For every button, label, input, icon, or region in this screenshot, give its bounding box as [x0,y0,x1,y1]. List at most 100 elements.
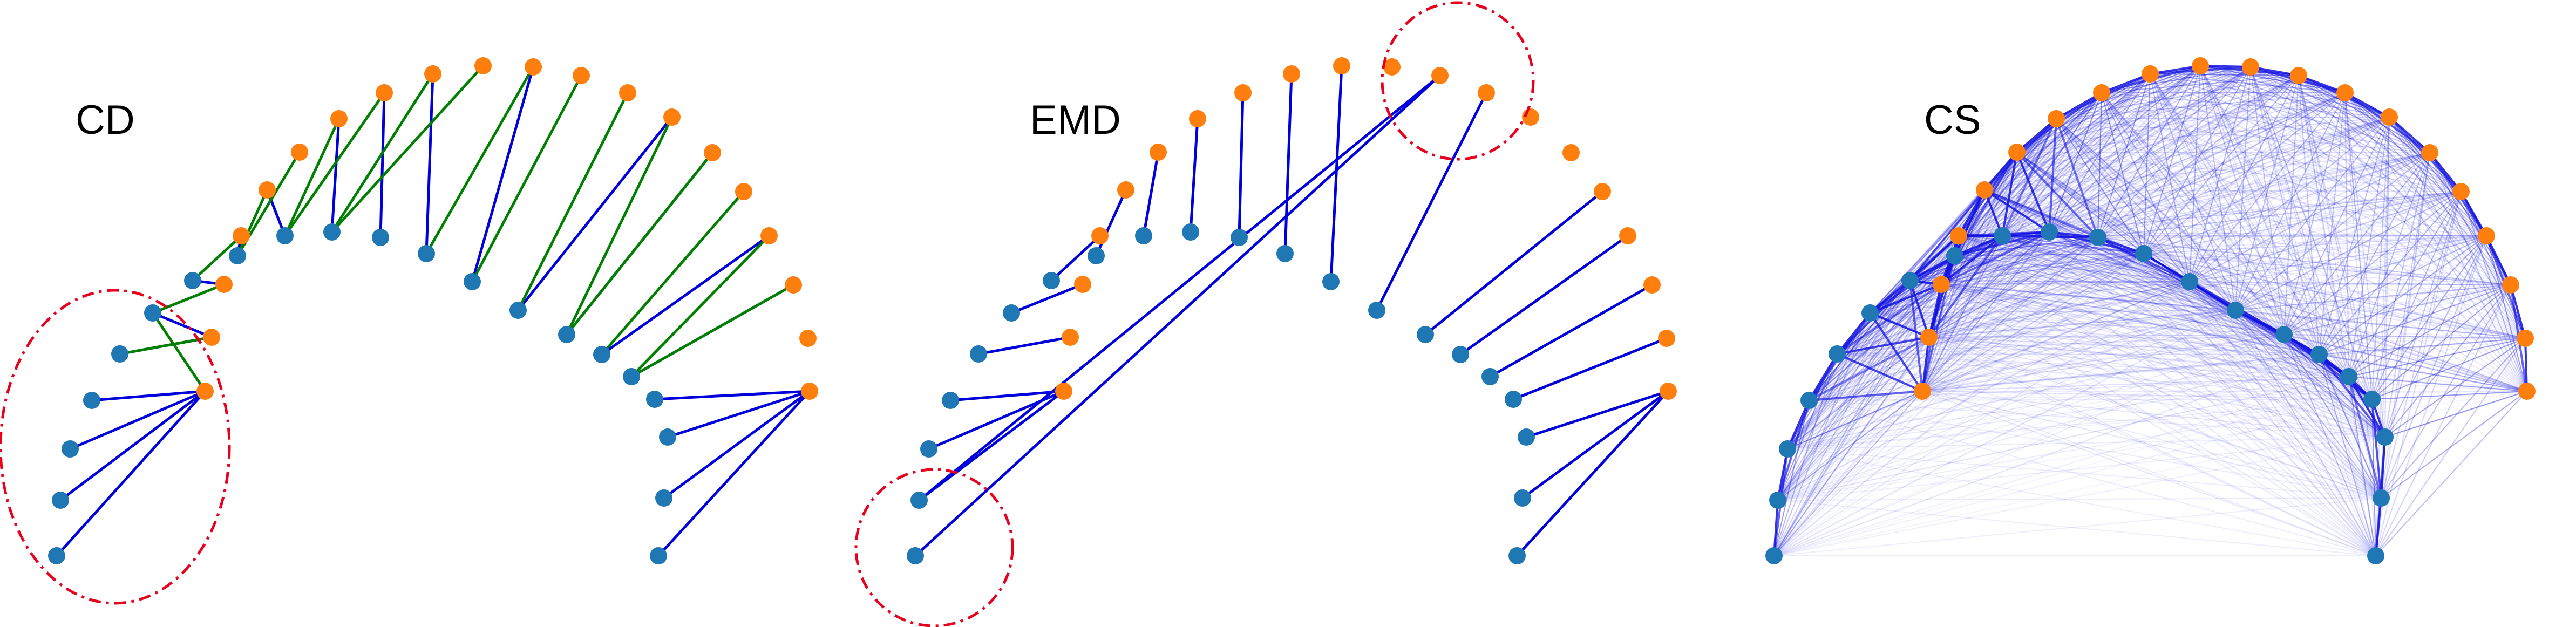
match-line [91,390,206,402]
similarity-line [2097,237,2385,438]
similarity-line [1809,117,2390,401]
highlight-circle [0,289,231,605]
similarity-line [1958,152,2430,236]
cs-lines [1773,65,2528,556]
similarity-line [1870,312,2349,377]
similarity-line [2344,92,2511,285]
similarity-line [1809,334,2285,401]
target-point [474,57,492,74]
similarity-line [2049,191,2462,233]
similarity-line [1909,280,2285,335]
similarity-line [2101,92,2527,392]
similarity-line [2150,73,2487,236]
source-point [1452,346,1469,363]
similarity-line [2250,66,2462,192]
similarity-line [2381,338,2526,499]
target-point [203,329,220,346]
similarity-line [2200,65,2346,93]
target-point [1431,67,1449,84]
source-point [659,428,676,446]
target-point [1478,84,1495,101]
similarity-line [1984,152,2430,190]
similarity-line [2016,152,2462,192]
similarity-line [1773,376,2349,556]
similarity-line [1984,189,2511,285]
similarity-line [1870,310,2236,314]
match-line [471,66,535,282]
similarity-line [1922,118,2057,392]
similarity-line [2056,118,2376,556]
similarity-line [2002,235,2349,377]
similarity-line [2101,92,2236,311]
similarity-line [1954,237,2098,256]
similarity-line [2371,284,2511,400]
target-point [1594,183,1611,200]
similarity-line [1870,152,2017,314]
similarity-line [2189,191,2462,282]
similarity-line [2101,92,2382,499]
match-line [667,390,810,439]
similarity-line [1777,338,2526,501]
similarity-line [1773,231,2050,556]
similarity-line [1809,310,2236,401]
similarity-line [2381,191,2462,499]
similarity-line [2097,65,2201,238]
target-point [1283,65,1300,83]
similarity-line [2016,66,2251,153]
source-point [48,547,65,564]
similarity-line [1787,66,2251,449]
similarity-line [2056,118,2190,282]
similarity-line [2143,73,2151,254]
similarity-line [1787,92,2102,449]
similarity-line [1909,280,1930,338]
similarity-line [2150,73,2430,153]
similarity-line [2049,231,2527,392]
similarity-line [2298,75,2526,339]
similarity-line [2097,235,2487,238]
similarity-line [1958,235,2376,556]
similarity-line [2283,334,2385,438]
similarity-line [2049,152,2430,233]
reverse-match-line [331,65,484,233]
similarity-line [1954,92,2102,256]
similarity-line [1837,284,2511,355]
reverse-match-line [601,190,745,356]
similarity-line [2101,92,2190,282]
similarity-line [1773,73,2151,556]
similarity-line [1958,235,2098,238]
similarity-line [2200,65,2390,118]
similarity-line [2371,338,2526,400]
similarity-line [1984,65,2201,190]
similarity-line [2101,92,2385,438]
target-point [2381,108,2398,126]
target-point [1660,383,1677,400]
similarity-line [2298,75,2320,355]
similarity-line [1928,337,2527,392]
similarity-line [2143,235,2487,254]
match-line [1329,65,1343,282]
similarity-line [2150,73,2511,285]
similarity-line [1777,354,2320,501]
similarity-line [1909,280,2373,400]
similarity-line [2348,376,2386,438]
similarity-line [1958,235,2382,499]
similarity-line [1958,235,2236,311]
source-point [1779,440,1796,458]
similarity-line [2016,152,2320,355]
similarity-line [1837,338,2526,355]
similarity-line [2056,118,2382,499]
similarity-line [2056,118,2527,392]
reverse-match-line [192,235,242,282]
similarity-line [1909,66,2251,281]
similarity-line [2002,92,2346,236]
similarity-line [2056,118,2320,355]
similarity-line [1809,235,2003,401]
similarity-line [1870,312,2285,335]
source-point [111,345,128,363]
similarity-line [1922,66,2251,392]
similarity-line [1773,191,2462,556]
similarity-line [2298,75,2511,285]
similarity-line [1928,235,2003,338]
source-point [1518,428,1535,446]
